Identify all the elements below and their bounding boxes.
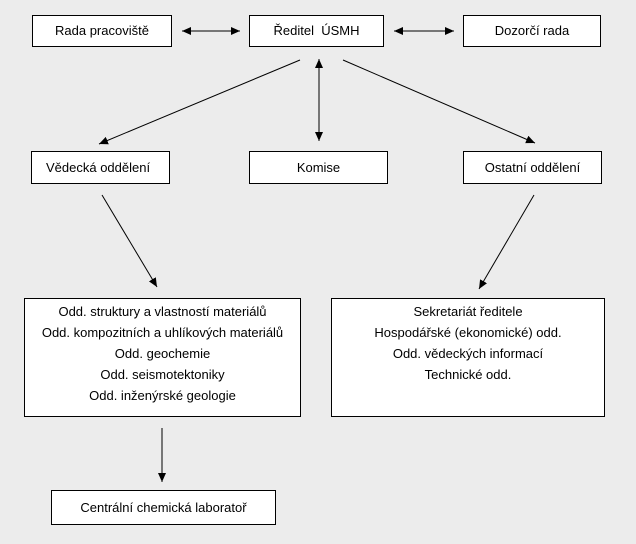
list-item: Technické odd. (424, 367, 512, 382)
list-item: Odd. seismotektoniky (100, 367, 225, 382)
other-departments-label: Ostatní oddělení (484, 159, 581, 175)
list-item: Sekretariát ředitele (413, 304, 523, 319)
supervisory-board-box: Dozorčí rada (463, 15, 601, 47)
other-departments-box: Ostatní oddělení (463, 151, 602, 184)
scientific-departments-box: Vědecká oddělení (31, 151, 170, 184)
arrow-director-other (342, 59, 536, 144)
council-label: Rada pracoviště (55, 23, 149, 38)
central-lab-label: Centrální chemická laboratoř (80, 499, 247, 515)
other-departments-list: Sekretariát ředitele Hospodářské (ekonom… (331, 298, 605, 417)
list-item: Odd. struktury a vlastností materiálů (58, 304, 267, 319)
commissions-label: Komise (296, 159, 341, 175)
list-item: Odd. inženýrské geologie (89, 388, 236, 403)
director-label: Ředitel ÚSMH (273, 23, 360, 38)
arrow-scientific-list (101, 194, 158, 288)
list-item: Odd. geochemie (114, 346, 211, 361)
list-item: Odd. vědeckých informací (392, 346, 544, 361)
commissions-box: Komise (249, 151, 388, 184)
arrow-director-scientific (98, 59, 301, 145)
list-item: Hospodářské (ekonomické) odd. (374, 325, 562, 340)
central-lab-box: Centrální chemická laboratoř (51, 490, 276, 525)
scientific-departments-list: Odd. struktury a vlastností materiálů Od… (24, 298, 301, 417)
list-item: Odd. kompozitních a uhlíkových materiálů (41, 325, 284, 340)
council-box: Rada pracoviště (32, 15, 172, 47)
director-box: Ředitel ÚSMH (249, 15, 384, 47)
supervisory-board-label: Dozorčí rada (494, 23, 570, 38)
scientific-departments-label: Vědecká oddělení (46, 159, 151, 175)
arrow-other-list (478, 194, 535, 290)
